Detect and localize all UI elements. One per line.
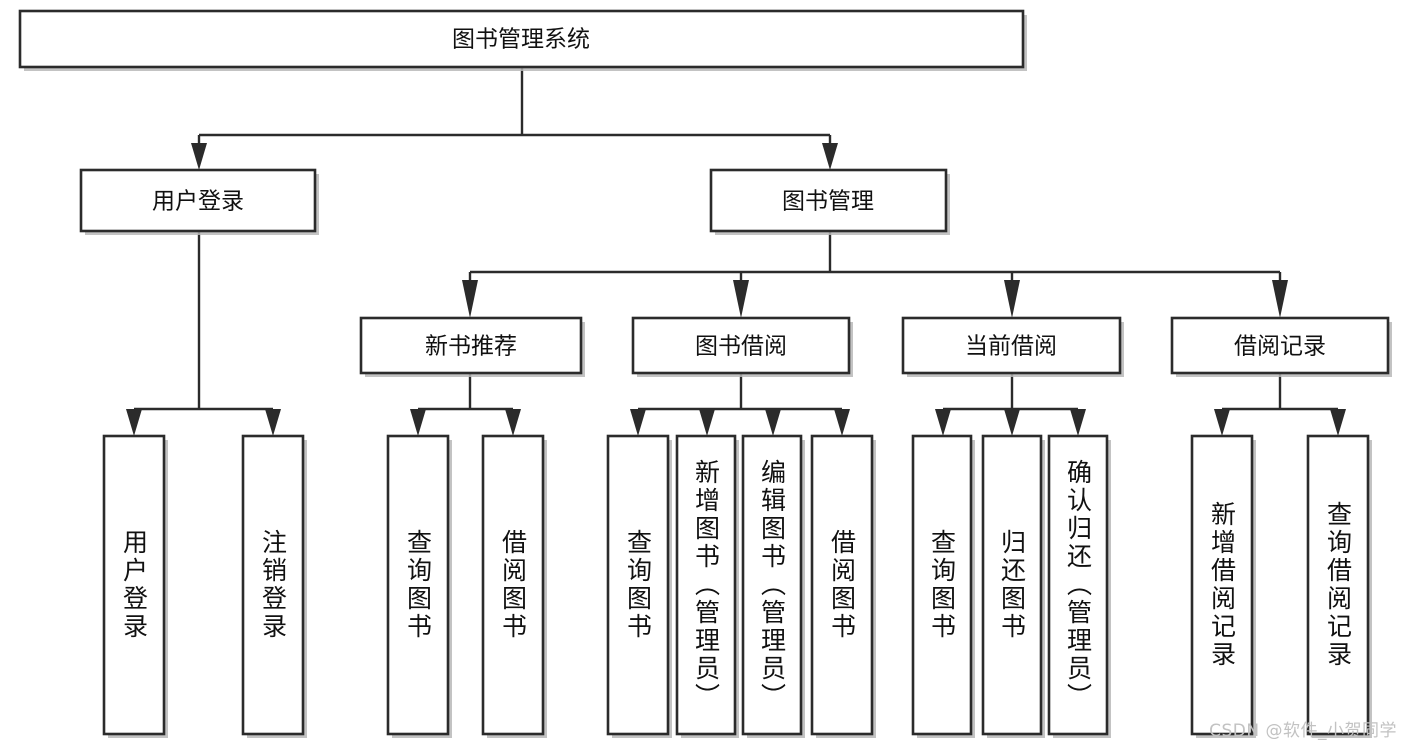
leaf-bb-2-rect[interactable] [675, 434, 737, 736]
node-leaf-current-borrow-2[interactable] [981, 434, 1045, 738]
leaf-br-2-rect[interactable] [1306, 434, 1370, 736]
leaf-nb-2-rect[interactable] [481, 434, 545, 736]
node-user-login-rect[interactable] [79, 168, 317, 233]
arrowhead-bb-leaf-2 [699, 409, 715, 436]
node-leaf-borrow-record-1[interactable] [1190, 434, 1256, 738]
node-leaf-user-login-2[interactable] [241, 434, 307, 738]
arrowhead-borrow-record [1272, 280, 1288, 318]
node-current-borrow[interactable]: 当前借阅 [901, 316, 1124, 377]
arrowhead-book-borrow [733, 280, 749, 318]
node-book-manage-rect[interactable] [709, 168, 948, 233]
leaf-cb-1-rect[interactable] [911, 434, 973, 736]
connector-group-book-manage [462, 232, 1288, 318]
arrowhead-cb-leaf-3 [1070, 409, 1086, 436]
leaf-ul-1-rect[interactable] [102, 434, 166, 736]
node-leaf-book-borrow-4[interactable] [810, 434, 876, 738]
node-root-rect[interactable] [18, 9, 1025, 69]
node-leaf-new-book-2[interactable] [481, 434, 547, 738]
leaf-bb-1-rect[interactable] [606, 434, 670, 736]
node-leaf-book-borrow-3[interactable] [741, 434, 805, 738]
node-leaf-borrow-record-2[interactable] [1306, 434, 1372, 738]
leaf-br-1-rect[interactable] [1190, 434, 1254, 736]
arrowhead-ul-leaf-1 [126, 409, 142, 436]
node-current-borrow-rect[interactable] [901, 316, 1122, 375]
connector-group-root [191, 67, 838, 170]
arrowhead-book-manage [822, 143, 838, 170]
node-leaf-user-login-1[interactable] [102, 434, 168, 738]
node-new-book-label: 新书推荐 [425, 334, 517, 360]
node-root[interactable]: 图书管理系统 [18, 9, 1027, 71]
node-borrow-record-label: 借阅记录 [1234, 334, 1326, 360]
arrowhead-cb-leaf-2 [1004, 409, 1020, 436]
node-book-borrow-label: 图书借阅 [695, 334, 787, 360]
leaf-nb-1-rect[interactable] [386, 434, 450, 736]
arrowhead-cb-leaf-1 [935, 409, 951, 436]
connector-group-borrow-record [1214, 373, 1346, 436]
connector-group-current-borrow [935, 373, 1086, 436]
arrowhead-nb-leaf-2 [505, 409, 521, 436]
connector-group-new-book [410, 373, 521, 436]
node-leaf-current-borrow-1[interactable] [911, 434, 975, 738]
node-book-manage[interactable]: 图书管理 [709, 168, 950, 235]
node-leaf-book-borrow-1[interactable] [606, 434, 672, 738]
leaf-cb-2-rect[interactable] [981, 434, 1043, 736]
leaf-bb-3-rect[interactable] [741, 434, 803, 736]
node-new-book-rect[interactable] [359, 316, 583, 375]
node-book-borrow[interactable]: 图书借阅 [631, 316, 853, 377]
node-book-borrow-rect[interactable] [631, 316, 851, 375]
arrowhead-bb-leaf-3 [765, 409, 781, 436]
node-leaf-new-book-1[interactable] [386, 434, 452, 738]
arrowhead-br-leaf-2 [1330, 409, 1346, 436]
node-user-login-label: 用户登录 [152, 189, 244, 215]
arrowhead-bb-leaf-4 [834, 409, 850, 436]
arrowhead-bb-leaf-1 [630, 409, 646, 436]
leaf-cb-3-rect[interactable] [1047, 434, 1109, 736]
node-user-login[interactable]: 用户登录 [79, 168, 319, 235]
arrowhead-ul-leaf-2 [265, 409, 281, 436]
node-leaf-current-borrow-3[interactable] [1047, 434, 1111, 738]
node-current-borrow-label: 当前借阅 [965, 334, 1057, 360]
node-book-manage-label: 图书管理 [782, 189, 874, 215]
leaf-ul-2-rect[interactable] [241, 434, 305, 736]
connector-group-book-borrow [630, 373, 850, 436]
leaf-bb-4-rect[interactable] [810, 434, 874, 736]
arrowhead-current-borrow [1004, 280, 1020, 318]
node-leaf-book-borrow-2[interactable] [675, 434, 739, 738]
arrowhead-user-login [191, 143, 207, 170]
node-root-label: 图书管理系统 [452, 27, 590, 53]
arrowhead-new-book [462, 280, 478, 318]
node-borrow-record[interactable]: 借阅记录 [1170, 316, 1392, 377]
arrowhead-nb-leaf-1 [410, 409, 426, 436]
csdn-watermark: CSDN @软件_小贺同学 [1209, 721, 1397, 741]
node-borrow-record-rect[interactable] [1170, 316, 1390, 375]
arrowhead-br-leaf-1 [1214, 409, 1230, 436]
node-new-book-recommend[interactable]: 新书推荐 [359, 316, 585, 377]
connector-group-user-login [126, 232, 281, 436]
